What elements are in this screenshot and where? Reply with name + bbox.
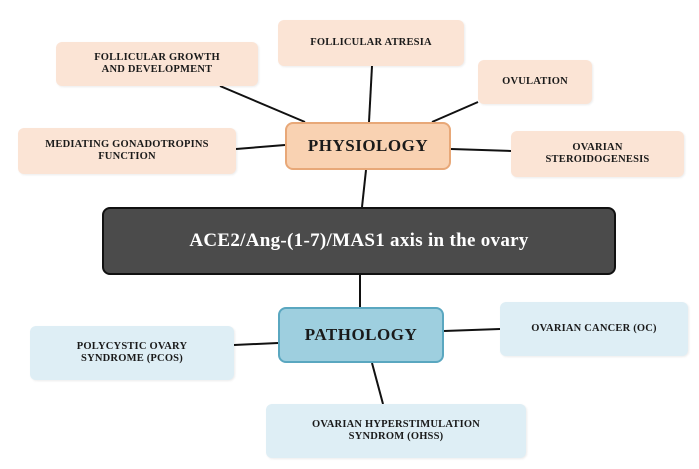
node-ovarian-cancer: OVARIAN CANCER (OC) [500, 302, 688, 356]
connector-atresia [368, 65, 373, 123]
connector-oc [443, 328, 501, 332]
connector-growth [219, 85, 306, 123]
connector-ohss [371, 362, 384, 405]
node-pcos: POLYCYSTIC OVARY SYNDROME (PCOS) [30, 326, 234, 380]
connector-steroidogenesis [450, 148, 512, 152]
connector-phys-central [361, 169, 367, 208]
connector-gonadotropins [235, 144, 286, 150]
pathology-hub: PATHOLOGY [278, 307, 444, 363]
node-ovulation: OVULATION [478, 60, 592, 104]
node-ovarian-steroidogenesis: OVARIAN STEROIDOGENESIS [511, 131, 684, 177]
connector-pcos [233, 342, 279, 346]
physiology-hub: PHYSIOLOGY [285, 122, 451, 170]
node-mediating-gonadotropins: MEDIATING GONADOTROPINS FUNCTION [18, 128, 236, 174]
central-axis-box: ACE2/Ang-(1-7)/MAS1 axis in the ovary [102, 207, 616, 275]
connector-ovulation [431, 101, 479, 123]
node-follicular-growth: FOLLICULAR GROWTH AND DEVELOPMENT [56, 42, 258, 86]
node-follicular-atresia: FOLLICULAR ATRESIA [278, 20, 464, 66]
node-ohss: OVARIAN HYPERSTIMULATION SYNDROM (OHSS) [266, 404, 526, 458]
